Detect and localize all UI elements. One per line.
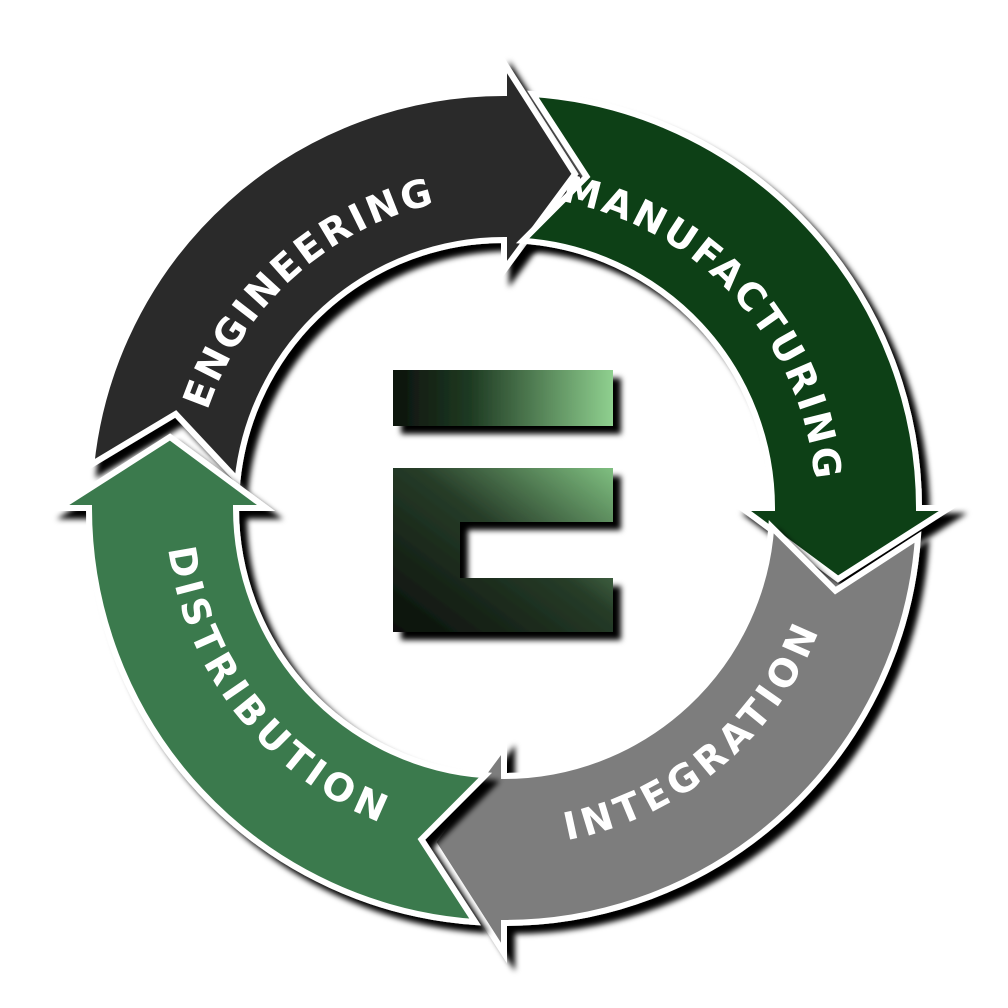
logo-bottom-c — [393, 468, 613, 632]
logo-top-bar — [393, 370, 613, 426]
arrow-engineering — [87, 52, 579, 487]
arrow-distribution — [48, 433, 493, 926]
logo-e — [393, 370, 613, 632]
arrow-manufacturing — [515, 90, 960, 583]
arrow-integration — [429, 519, 922, 964]
